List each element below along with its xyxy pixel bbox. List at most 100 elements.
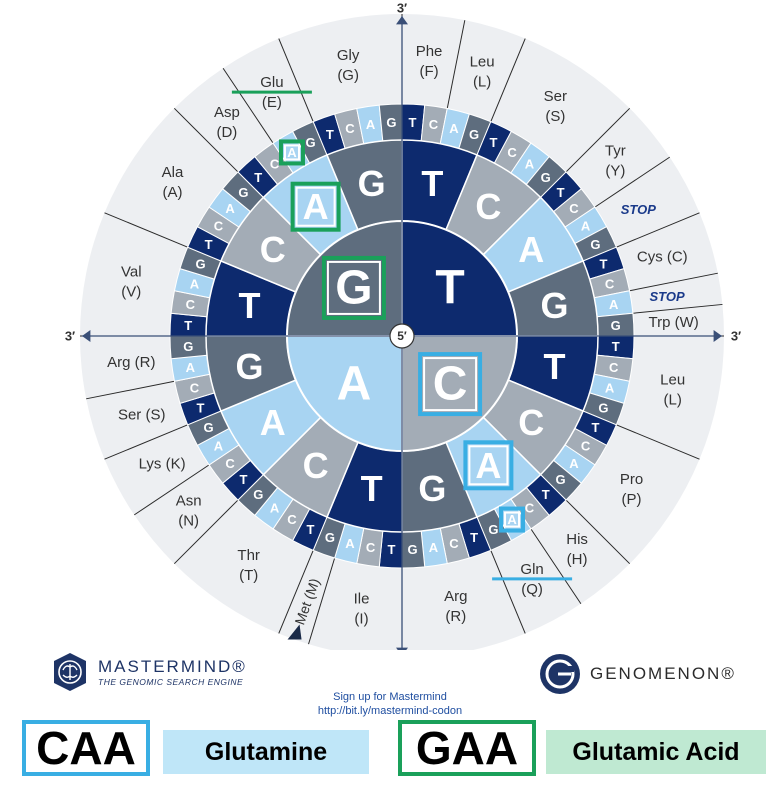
outer-base-label: A [581, 218, 591, 233]
codon-highlight-inner [504, 511, 521, 528]
amino-acid-abbr: (I) [354, 611, 368, 628]
stop-label: STOP [621, 202, 656, 217]
outer-base-label: T [205, 237, 213, 252]
amino-acid-abbr: (L) [473, 73, 491, 90]
codon-highlight-box [321, 255, 386, 320]
amino-acid-abbr: (D) [216, 124, 237, 141]
inner-base-label: C [433, 358, 468, 411]
amino-acid-name: Cys (C) [637, 249, 688, 266]
amino-divider [629, 272, 718, 292]
middle-base-label: C [475, 186, 501, 227]
axis-arrow-icon [713, 330, 722, 342]
amino-acid-abbr: (R) [445, 608, 466, 625]
outer-base-label: C [190, 380, 200, 395]
amino-acid-abbr: (F) [419, 63, 438, 80]
outer-base-label: T [184, 318, 192, 333]
outer-base-label: C [609, 360, 619, 375]
inner-base-label: A [337, 358, 372, 411]
amino-acid-abbr: (E) [262, 94, 282, 111]
amino-divider [308, 557, 336, 645]
glutamic-acid-label: Glutamic Acid [546, 730, 766, 774]
amino-acid-name: Leu [470, 53, 495, 70]
outer-base-label: C [581, 439, 591, 454]
codon-highlight-inner [283, 144, 300, 161]
amino-acid-name: Lys (K) [139, 456, 186, 473]
outer-base-label: G [590, 237, 600, 252]
amino-acid-name: Arg [444, 588, 467, 605]
amino-divider [616, 424, 700, 460]
amino-divider [86, 380, 175, 400]
inner-quadrant [285, 335, 403, 453]
outer-base-label: C [366, 540, 376, 555]
amino-divider [530, 528, 582, 605]
outer-base-label: A [225, 201, 235, 216]
codon-highlight-inner [326, 260, 381, 315]
amino-acid-abbr: (A) [163, 184, 183, 201]
codon-caa-box: CAA [22, 720, 150, 776]
outer-base-label: T [388, 542, 396, 557]
amino-acid-abbr: (S) [545, 108, 565, 125]
codon-highlight-box [499, 506, 526, 533]
amino-acid-name: Val [121, 264, 142, 281]
outer-base-label: G [238, 185, 248, 200]
amino-acid-abbr: (Y) [605, 162, 625, 179]
genomenon-logo[interactable]: GENOMENON® [538, 652, 736, 696]
amino-acid-name: Pro [620, 471, 643, 488]
outer-base-label: A [214, 439, 224, 454]
middle-base-label: A [518, 229, 544, 270]
codon-highlight-box [290, 181, 341, 232]
amino-divider [446, 20, 466, 109]
outer-base-label: A [270, 500, 280, 515]
amino-acid-name: Leu [660, 371, 685, 388]
outer-base-label: G [469, 127, 479, 142]
outer-base-label: G [183, 339, 193, 354]
amino-divider [565, 499, 631, 565]
outer-base-label: T [600, 256, 608, 271]
outer-base-label: C [507, 145, 517, 160]
amino-acid-name: Ala [162, 164, 184, 181]
axis-label-left: 3′ [65, 329, 75, 344]
amino-acid-name: Asp [214, 104, 240, 121]
outer-base-label: T [612, 339, 620, 354]
brain-icon [54, 653, 86, 691]
amino-acid-name: Ile [354, 591, 370, 608]
middle-base-label: G [541, 285, 569, 326]
middle-base-label: T [238, 285, 260, 326]
outer-base-label: T [307, 522, 315, 537]
middle-base-label: A [475, 445, 501, 486]
amino-acid-name: Gln [520, 561, 543, 578]
amino-divider [490, 550, 526, 634]
outer-base-label: G [598, 401, 608, 416]
axis-arrow-icon [396, 16, 408, 25]
outer-base-label: G [253, 487, 263, 502]
outer-base-label: G [203, 420, 213, 435]
outer-base-label: C [270, 157, 280, 172]
outer-base-label: A [507, 512, 517, 527]
outer-base-label: C [186, 297, 196, 312]
outer-base-label: C [429, 117, 439, 132]
amino-acid-name: Arg (R) [107, 354, 155, 371]
amino-acid-abbr: (P) [621, 491, 641, 508]
inner-base-label: G [335, 261, 372, 314]
outer-base-label: G [305, 135, 315, 150]
outer-base-label: C [605, 277, 615, 292]
amino-divider [490, 38, 526, 122]
inner-base-label: T [435, 261, 464, 314]
outer-base-label: C [449, 536, 459, 551]
outer-base-label: A [449, 121, 459, 136]
signup-link[interactable]: http://bit.ly/mastermind-codon [317, 705, 463, 717]
mastermind-logo[interactable]: MASTERMIND® THE GENOMIC SEARCH ENGINE [50, 652, 247, 692]
signup-text[interactable]: Sign up for Mastermind http://bit.ly/mas… [0, 690, 780, 718]
amino-divider [278, 38, 314, 122]
outer-base-label: G [556, 472, 566, 487]
outer-base-label: T [557, 185, 565, 200]
amino-acid-name: Trp (W) [649, 314, 699, 331]
outer-base-label: G [195, 256, 205, 271]
outer-base-label: A [345, 536, 355, 551]
middle-base-label: A [303, 186, 329, 227]
outer-base-label: G [407, 542, 417, 557]
amino-divider [104, 212, 188, 248]
amino-acid-abbr: (V) [121, 284, 141, 301]
amino-divider [278, 550, 314, 634]
amino-acid-name: His [566, 531, 588, 548]
